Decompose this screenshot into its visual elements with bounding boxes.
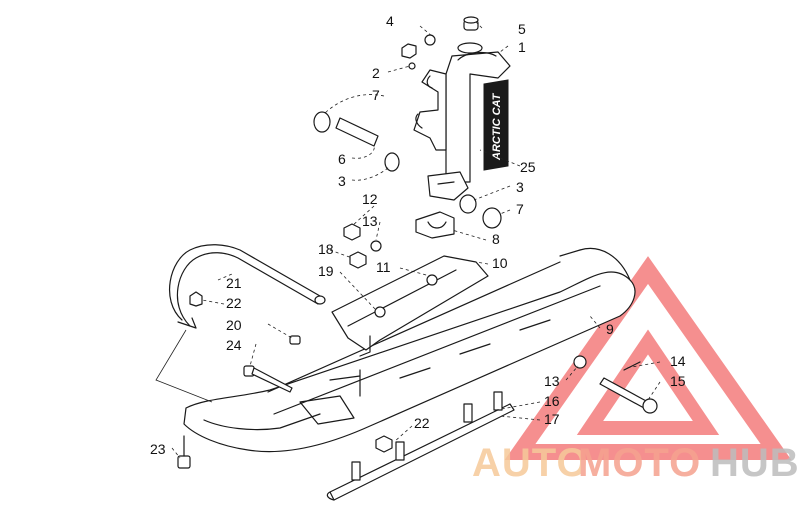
pivot-bolt [599,361,658,414]
callout-15: 15 [670,373,686,389]
leader-lines [155,21,661,459]
callout-23: 23 [150,441,166,457]
callout-13a: 13 [362,213,378,229]
callout-9: 9 [606,321,614,337]
callout-6: 6 [338,151,346,167]
callout-18: 18 [318,241,334,257]
washer-13b [573,355,587,369]
callout-17: 17 [544,411,560,427]
saddle [331,255,489,357]
watermark-moto: MOTO [578,441,701,485]
callout-20: 20 [226,317,242,333]
stop-block [415,211,455,239]
callout-24: 24 [226,337,242,353]
callout-10: 10 [492,255,508,271]
wear-bar [326,391,515,501]
watermark-triangle-inner [576,329,720,435]
cap [463,16,479,31]
ski-handle [168,244,326,329]
callout-22b: 22 [414,415,430,431]
nut-handle [189,291,203,307]
callout-3b: 3 [516,179,524,195]
callout-14: 14 [670,353,686,369]
callout-13b: 13 [544,373,560,389]
callout-7a: 7 [372,87,380,103]
bushing-right [459,194,502,229]
watermark-auto: AUTO [472,441,589,485]
watermark-wordmark: AUTO MOTO HUB [472,441,800,485]
nut-mid [343,223,382,252]
callout-3a: 3 [338,173,346,189]
spindle [413,42,511,201]
bolt-23 [177,435,191,469]
ski [183,248,636,453]
callout-12: 12 [362,191,378,207]
nut-22b [375,435,393,453]
decal: ARCTIC CAT [483,79,509,171]
callout-7b: 7 [516,201,524,217]
nut-top [401,34,436,70]
callout-labels: 1 2 3 3 4 5 6 7 7 8 9 10 11 12 13 13 14 … [150,13,686,457]
callout-4: 4 [386,13,394,29]
bushing-left [313,111,400,172]
callout-16: 16 [544,393,560,409]
watermark-hub: HUB [710,441,800,485]
callout-25: 25 [520,159,536,175]
callout-19: 19 [318,263,334,279]
callout-5: 5 [518,21,526,37]
callout-11: 11 [376,259,391,275]
callout-8: 8 [492,231,500,247]
callout-2: 2 [372,65,380,81]
callout-21: 21 [226,275,242,291]
callout-1: 1 [518,39,526,55]
bolt-20 [289,335,301,345]
callout-22a: 22 [226,295,242,311]
decal-text: ARCTIC CAT [491,92,503,161]
nut-saddle [349,251,367,269]
bolt-24 [243,365,293,393]
